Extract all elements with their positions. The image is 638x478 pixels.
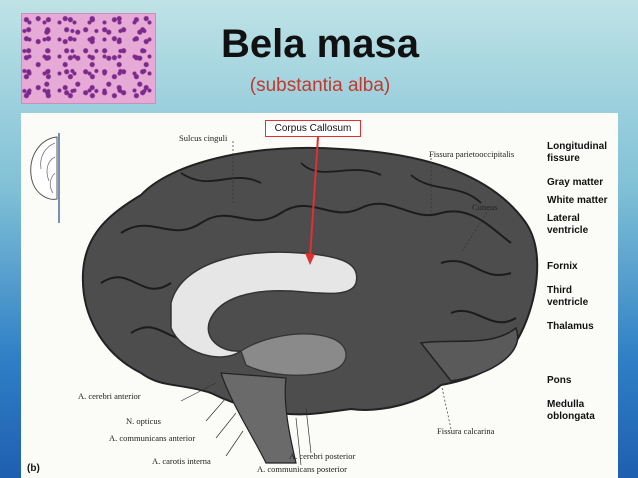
label-pons: Pons: [547, 375, 572, 386]
label-n-opticus: N. opticus: [126, 416, 161, 426]
label-lateral-ventricle: Lateral ventricle: [547, 213, 589, 236]
label-third-ventricle: Third ventricle: [547, 285, 589, 308]
label-longitudinal-fissure: Longitudinal fissure: [547, 141, 607, 164]
label-sulcus-cinguli: Sulcus cinguli: [179, 133, 228, 143]
brain-hemisphere: [81, 141, 539, 466]
label-gray-matter: Gray matter: [547, 177, 604, 188]
label-a-cerebri-posterior: A. cerebri posterior: [289, 451, 356, 461]
label-a-communicans-posterior: A. communicans posterior: [257, 464, 347, 474]
label-thalamus: Thalamus: [547, 321, 594, 332]
label-a-cerebri-anterior: A. cerebri anterior: [78, 391, 141, 401]
brain-orientation-icon: [30, 133, 60, 223]
label-fornix: Fornix: [547, 261, 578, 272]
slide-subtitle: (substantia alba): [249, 75, 391, 96]
corpus-callosum-label: Corpus Callosum: [265, 120, 361, 137]
label-fissura-parietooccipitalis: Fissura parietooccipitalis: [429, 149, 515, 159]
slide-title: Bela masa: [221, 22, 419, 66]
corpus-callosum-arrow: [305, 136, 319, 265]
label-fissura-calcarina: Fissura calcarina: [437, 426, 495, 436]
label-medulla-oblongata: Medulla oblongata: [547, 399, 595, 422]
label-a-carotis-interna: A. carotis interna: [152, 456, 211, 466]
label-a-communicans-anterior: A. communicans anterior: [109, 433, 196, 443]
figure-tag: (b): [27, 463, 40, 474]
label-white-matter: White matter: [547, 195, 608, 206]
histology-thumbnail: [21, 13, 156, 104]
brain-figure-panel: Corpus Callosum Sulcus cinguli Fissura p…: [21, 113, 618, 478]
label-cuneus: Cuneus: [472, 202, 498, 212]
brain-sagittal-illustration: [30, 133, 539, 466]
